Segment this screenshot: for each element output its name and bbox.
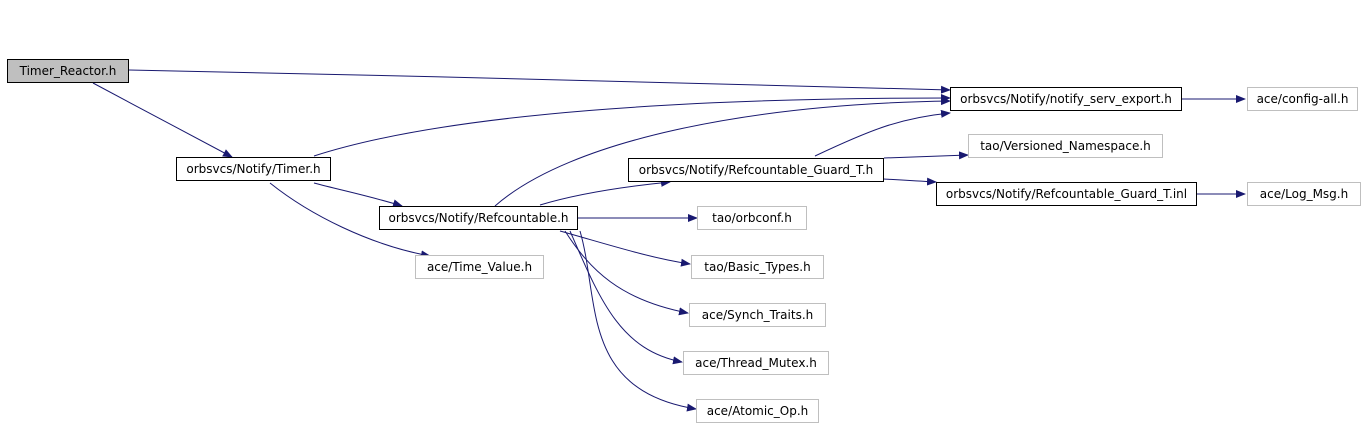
node-timer-reactor[interactable]: Timer_Reactor.h	[7, 59, 129, 83]
node-basic-types[interactable]: tao/Basic_Types.h	[691, 255, 824, 279]
node-config-all[interactable]: ace/config-all.h	[1247, 87, 1358, 111]
edge-guard-to-versioned-namespace	[883, 151, 969, 160]
node-thread-mutex[interactable]: ace/Thread_Mutex.h	[683, 351, 829, 375]
node-orbconf[interactable]: tao/orbconf.h	[697, 206, 807, 230]
edge-timer-to-time-value	[269, 182, 431, 259]
node-refcountable[interactable]: orbsvcs/Notify/Refcountable.h	[379, 206, 578, 230]
node-atomic-op[interactable]: ace/Atomic_Op.h	[696, 399, 819, 423]
node-refcountable-guard[interactable]: orbsvcs/Notify/Refcountable_Guard_T.h	[628, 158, 884, 182]
node-notify-serv-export[interactable]: orbsvcs/Notify/notify_serv_export.h	[950, 87, 1182, 111]
edge-refcountable-to-basic-types	[559, 230, 691, 267]
edge-timer-to-serv-export	[313, 94, 951, 157]
node-notify-timer[interactable]: orbsvcs/Notify/Timer.h	[176, 157, 331, 181]
edge-timer-to-refcountable	[313, 182, 403, 208]
edge-guard-to-guard-inl	[883, 177, 937, 186]
node-time-value[interactable]: ace/Time_Value.h	[415, 255, 544, 279]
node-log-msg[interactable]: ace/Log_Msg.h	[1247, 182, 1361, 206]
node-synch-traits[interactable]: ace/Synch_Traits.h	[689, 303, 826, 327]
edge-refcountable-to-synch-traits	[564, 230, 689, 316]
edge-refcountable-to-thread-mutex	[569, 230, 683, 365]
edge-refcountable-to-guard	[539, 178, 671, 206]
edge-timer-reactor-to-timer	[92, 82, 233, 158]
node-refcountable-guard-inl[interactable]: orbsvcs/Notify/Refcountable_Guard_T.inl	[936, 182, 1197, 206]
edge-refcountable-to-serv-export	[494, 97, 951, 207]
node-versioned-namespace[interactable]: tao/Versioned_Namespace.h	[968, 134, 1163, 158]
edge-guard-to-serv-export	[814, 109, 951, 157]
edge-refcountable-to-atomic-op	[579, 230, 697, 412]
edge-timer-reactor-to-serv-export	[128, 69, 951, 94]
